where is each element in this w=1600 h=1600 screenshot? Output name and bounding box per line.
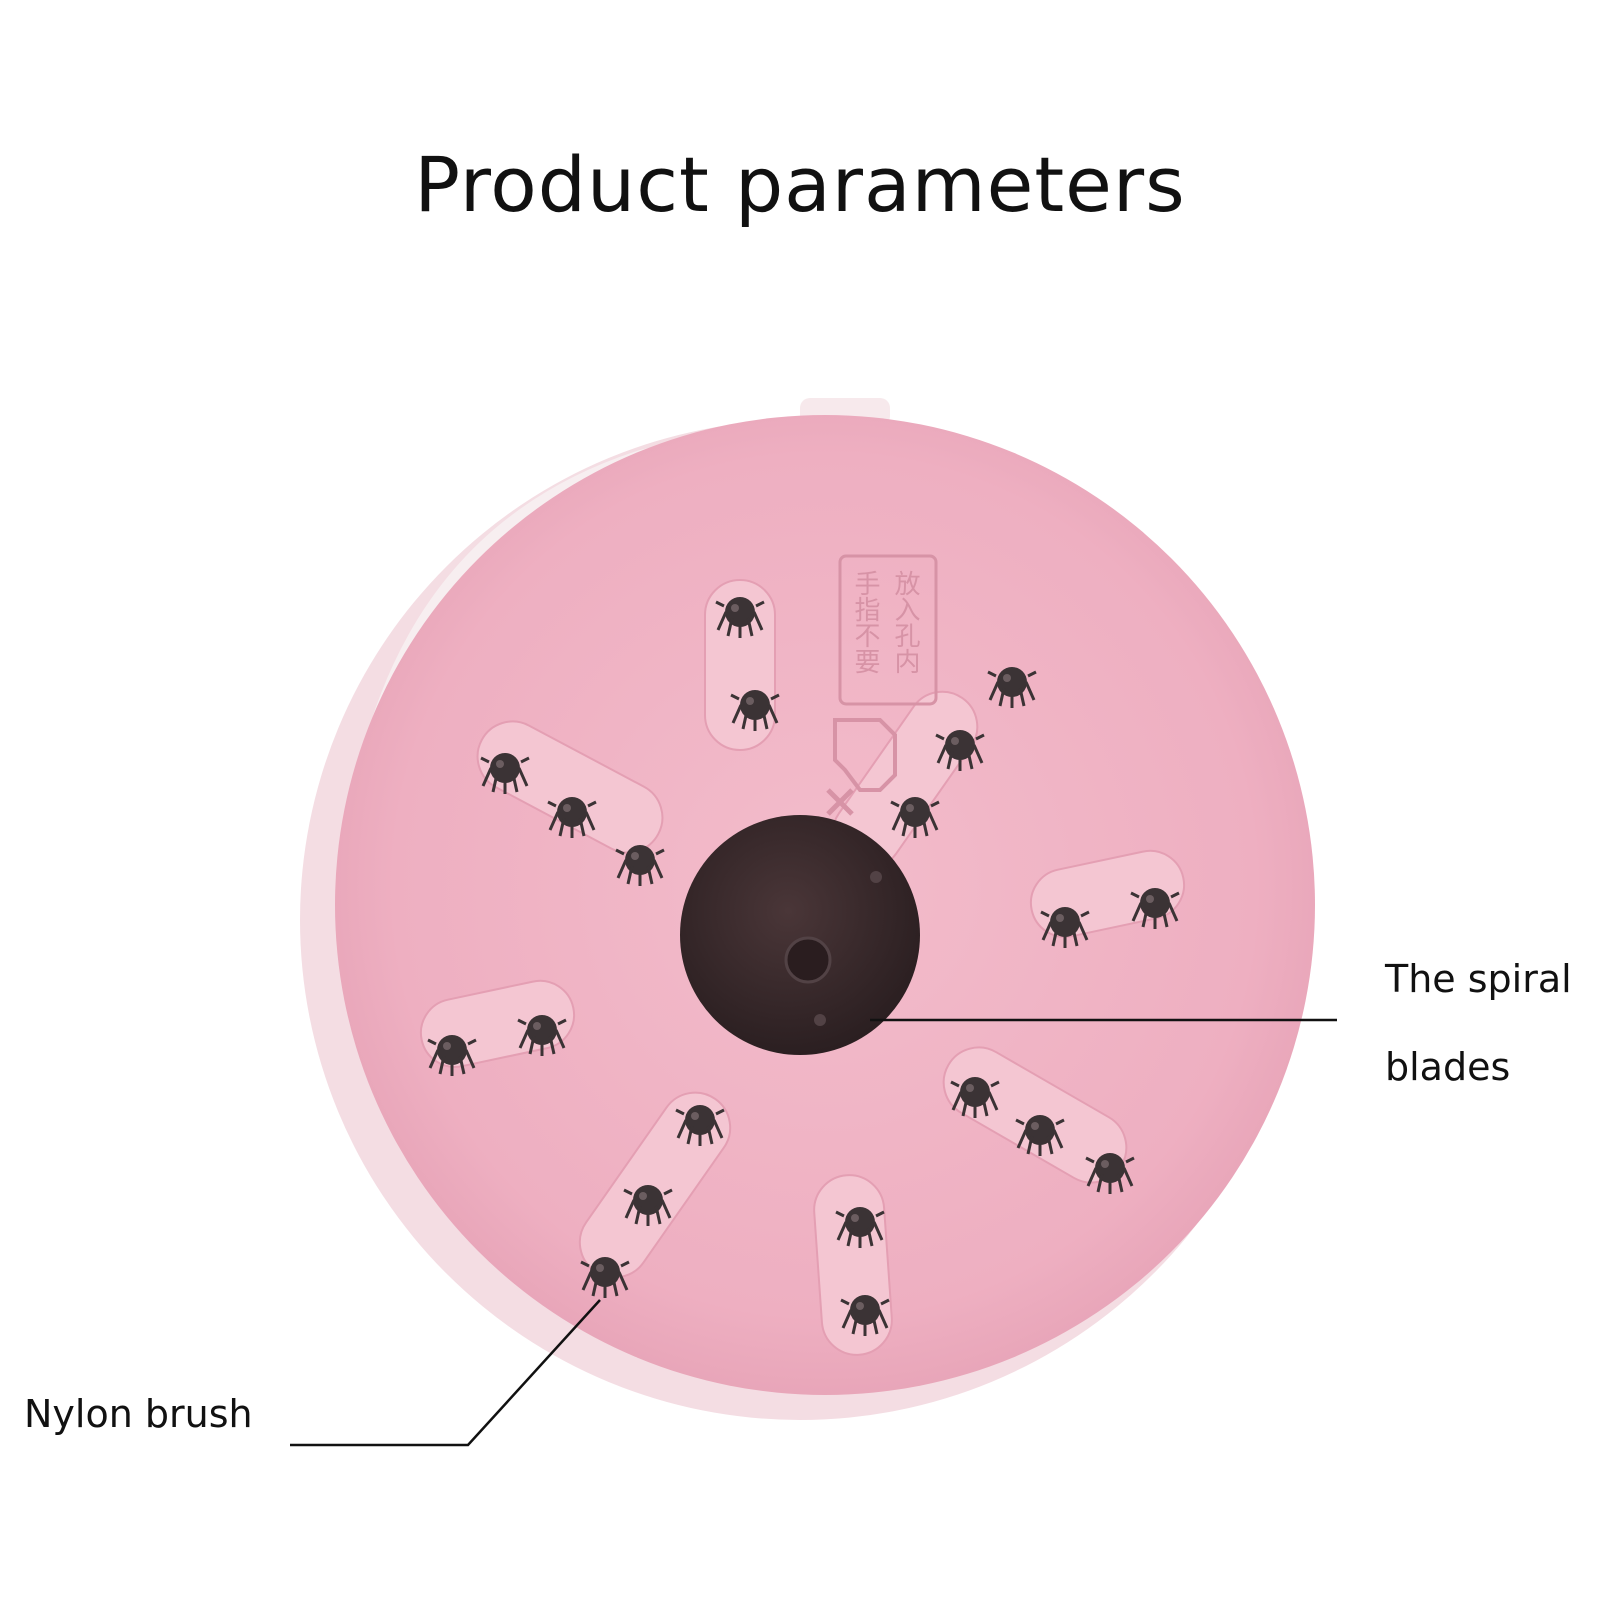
page-title: Product parameters bbox=[414, 140, 1186, 229]
nylon-leader-line bbox=[290, 1299, 601, 1447]
spiral-label-line2: blades bbox=[1385, 1045, 1511, 1089]
svg-text:手指不要: 手指不要 bbox=[850, 570, 880, 674]
svg-text:放入孔内: 放入孔内 bbox=[890, 570, 920, 674]
spiral-blade-hub bbox=[680, 815, 920, 1055]
spiral-blades-label: The spiral blades bbox=[1385, 935, 1595, 1111]
cross-icon bbox=[826, 788, 854, 816]
nylon-brush-label: Nylon brush bbox=[24, 1392, 253, 1436]
finger-warning-imprint: 手指不要 放入孔内 bbox=[826, 554, 938, 816]
spiral-label-line1: The spiral bbox=[1385, 957, 1572, 1001]
pointing-hand-icon bbox=[833, 718, 897, 792]
